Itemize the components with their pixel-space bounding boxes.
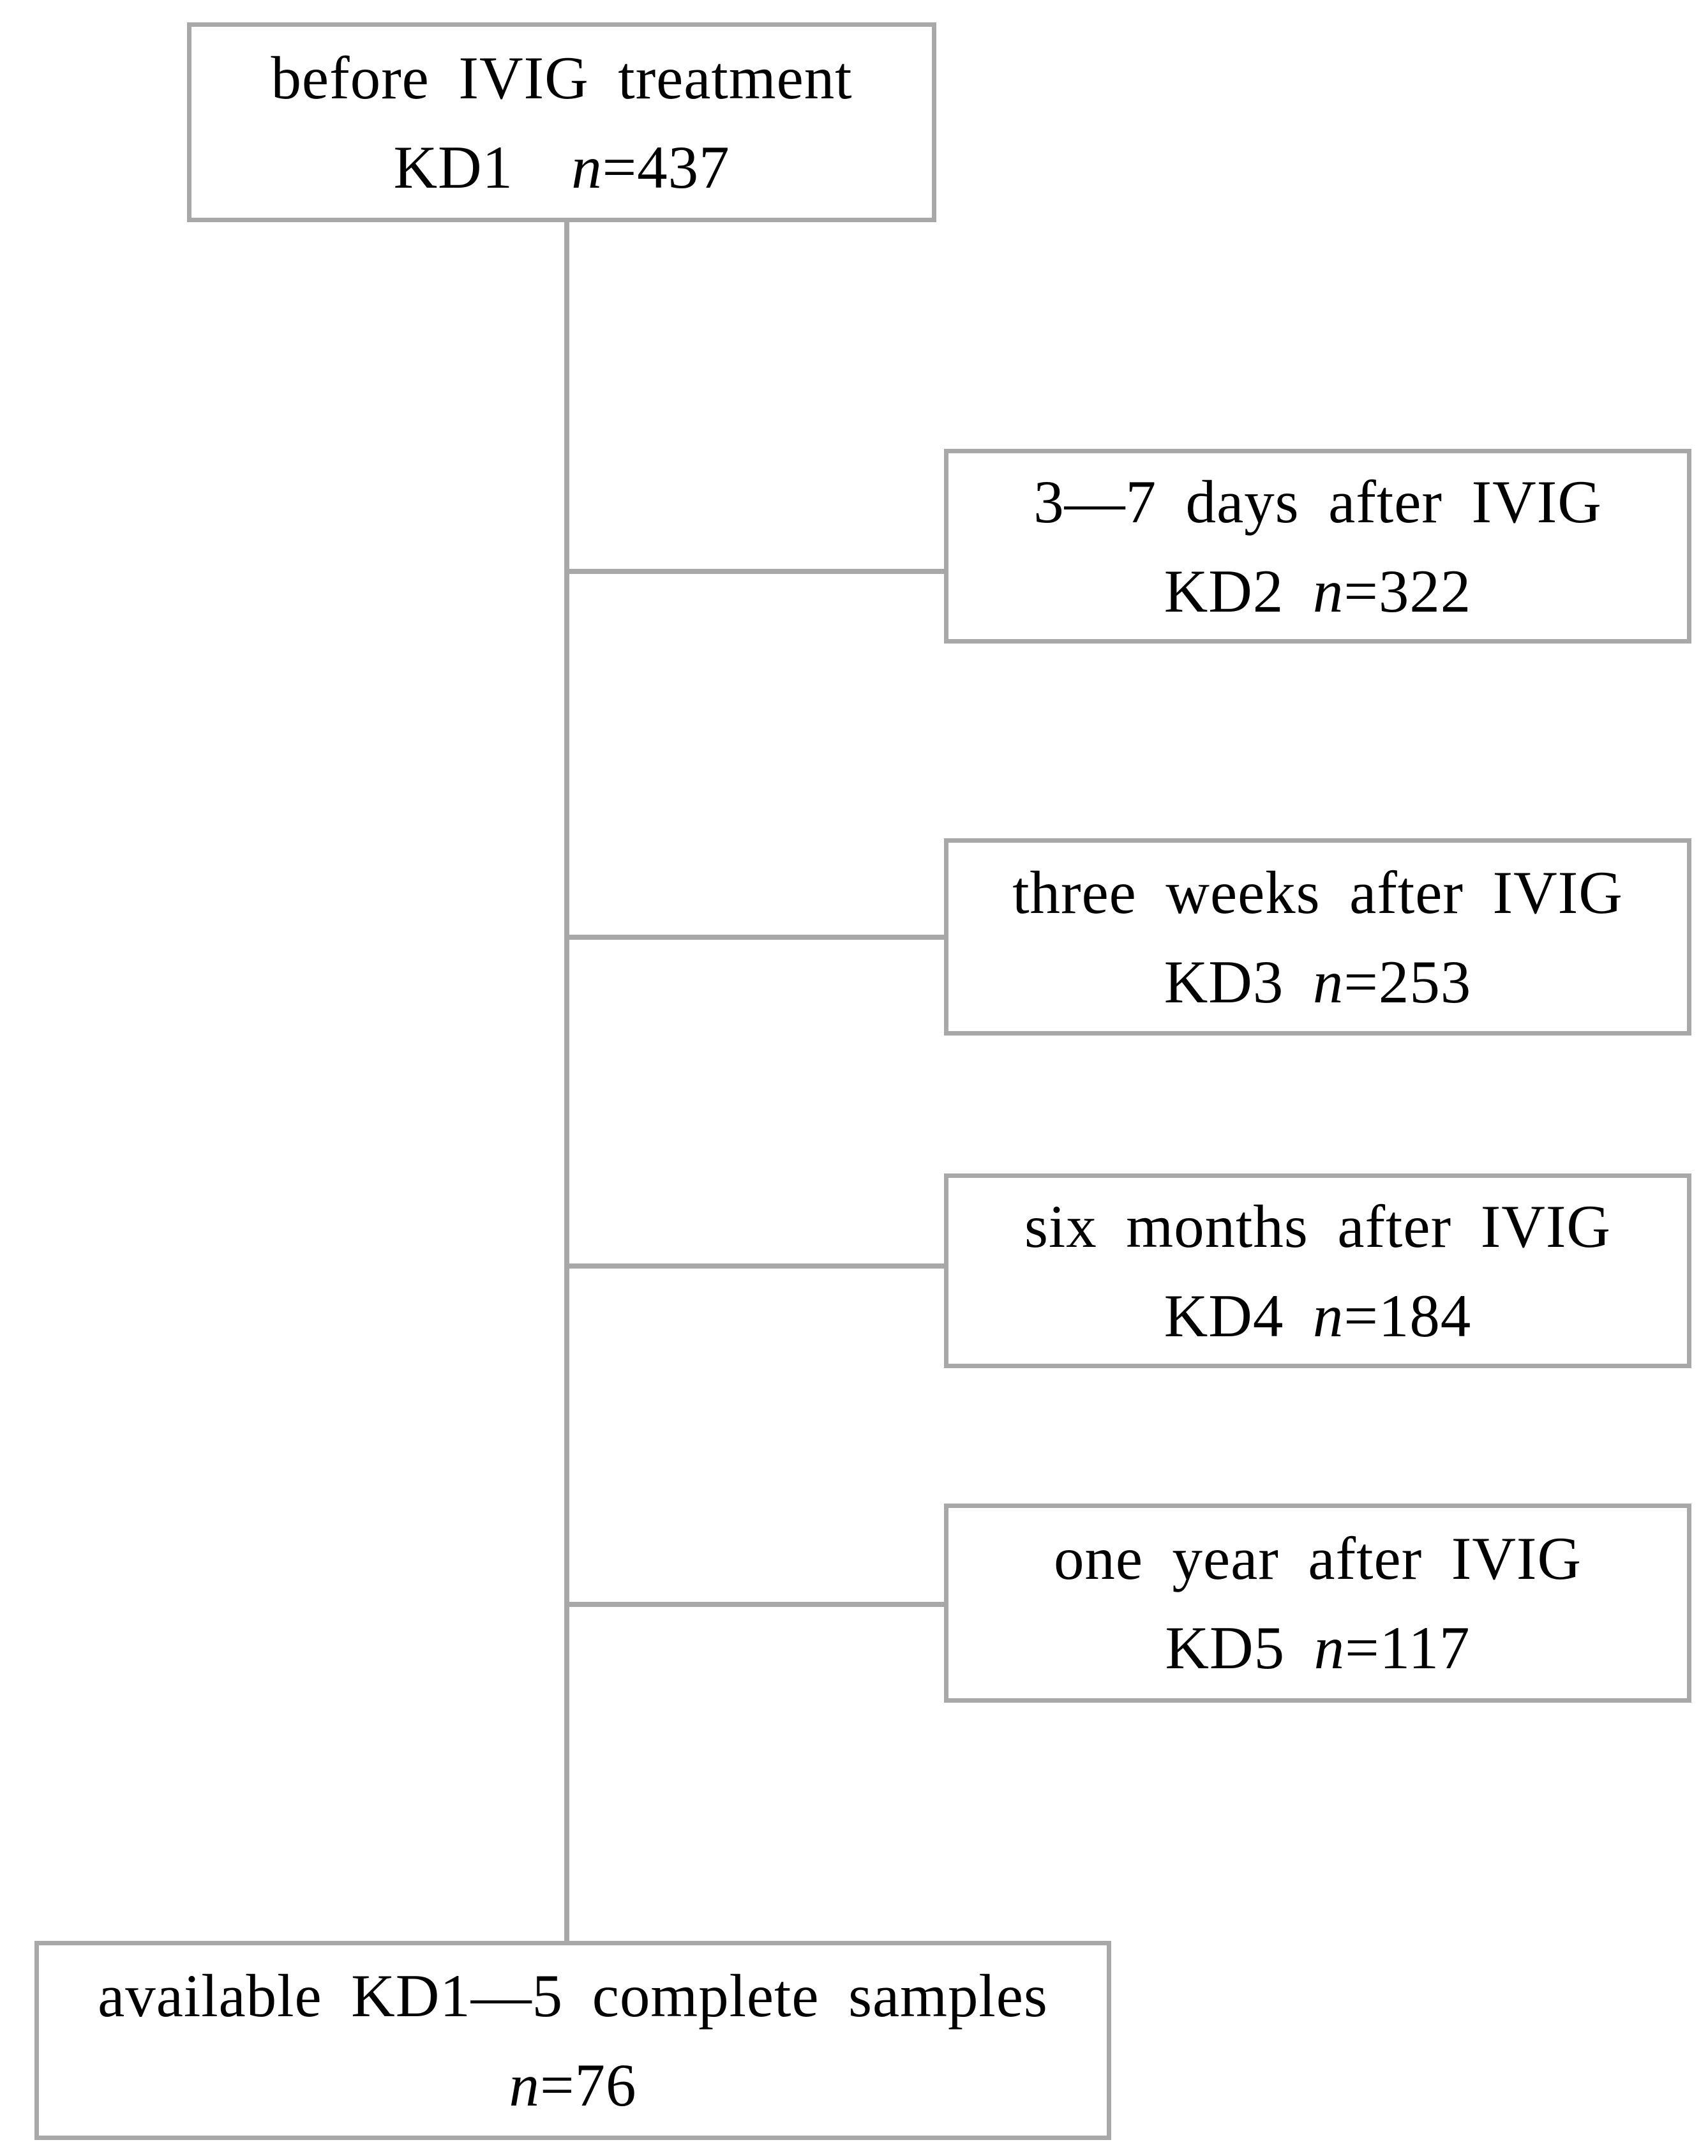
box-kd3-n-value: =253 [1344, 947, 1472, 1016]
box-final-count: n=76 [509, 2040, 637, 2130]
box-kd5-label: KD5 [1165, 1614, 1314, 1682]
box-final-n-value: =76 [540, 2051, 637, 2119]
branch-line-kd4 [564, 1263, 944, 1269]
box-kd2-label: KD2 [1164, 557, 1313, 625]
box-kd4-n-value: =184 [1344, 1281, 1472, 1350]
box-kd5-n-symbol: n [1314, 1614, 1345, 1682]
trunk-connector-line [564, 222, 569, 1941]
box-kd5-n-value: =117 [1345, 1614, 1471, 1682]
box-kd4-n-symbol: n [1312, 1281, 1344, 1350]
box-final-description: available KD1—5 complete samples [98, 1962, 1048, 2030]
box-kd4-count: KD4 n=184 [1164, 1271, 1472, 1361]
box-final-n-symbol: n [509, 2051, 540, 2119]
box-kd1-n-value: =437 [602, 133, 730, 201]
flowchart-box-kd2: 3—7 days after IVIG KD2 n=322 [944, 449, 1691, 644]
box-kd3-n-symbol: n [1312, 947, 1344, 1016]
box-kd5-description: one year after IVIG [1053, 1525, 1582, 1592]
box-kd1-description: before IVIG treatment [271, 43, 853, 112]
branch-line-kd2 [564, 569, 944, 574]
box-kd2-n-symbol: n [1312, 557, 1344, 625]
flowchart-box-kd3: three weeks after IVIG KD3 n=253 [944, 838, 1691, 1036]
box-kd2-count: KD2 n=322 [1164, 547, 1472, 636]
box-kd3-count: KD3 n=253 [1164, 937, 1472, 1027]
box-kd3-description: three weeks after IVIG [1012, 858, 1623, 926]
branch-line-kd5 [564, 1602, 944, 1607]
box-kd4-description: six months after IVIG [1024, 1192, 1611, 1260]
box-kd2-n-value: =322 [1344, 557, 1472, 625]
flowchart-box-kd1: before IVIG treatment KD1 n=437 [187, 22, 936, 222]
flowchart-box-complete-samples: available KD1—5 complete samples n=76 [34, 1941, 1111, 2140]
box-kd1-n-symbol: n [571, 133, 603, 201]
flowchart-box-kd5: one year after IVIG KD5 n=117 [944, 1504, 1691, 1703]
branch-line-kd3 [564, 935, 944, 940]
box-kd1-label: KD1 [393, 133, 572, 201]
flowchart-box-kd4: six months after IVIG KD4 n=184 [944, 1173, 1691, 1368]
box-kd1-count: KD1 n=437 [393, 123, 730, 212]
box-kd4-label: KD4 [1164, 1281, 1313, 1350]
box-kd2-description: 3—7 days after IVIG [1033, 467, 1602, 536]
box-kd3-label: KD3 [1164, 947, 1313, 1016]
box-kd5-count: KD5 n=117 [1165, 1603, 1471, 1692]
